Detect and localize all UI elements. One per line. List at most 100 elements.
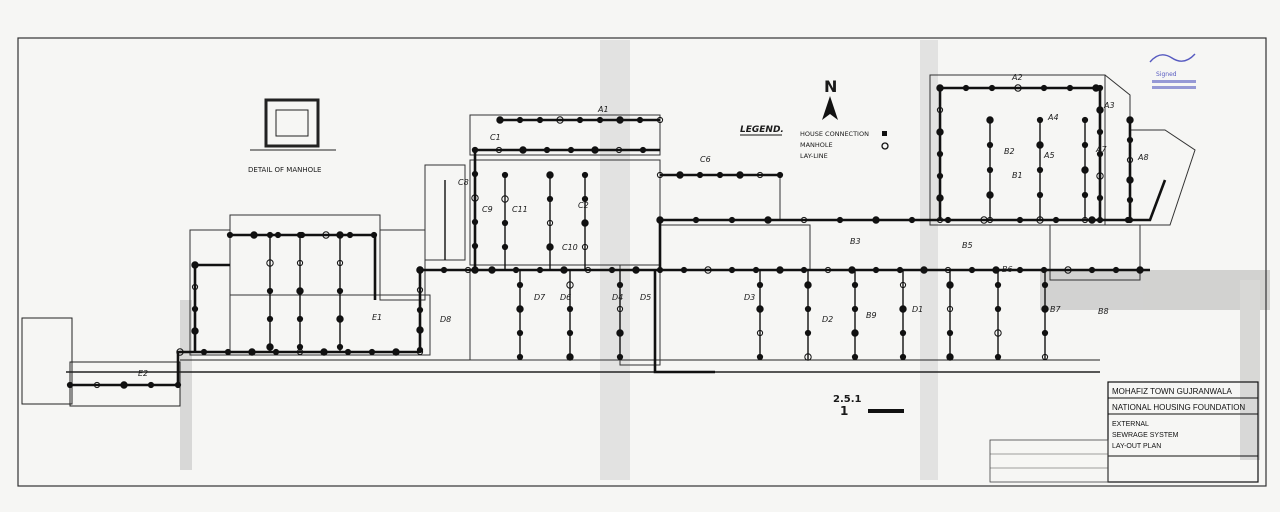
manhole-icon bbox=[576, 116, 584, 124]
manhole-icon bbox=[546, 219, 554, 227]
manhole-icon bbox=[656, 116, 664, 124]
manhole-icon bbox=[946, 353, 954, 361]
manhole-icon bbox=[872, 216, 880, 224]
manhole-icon bbox=[336, 315, 344, 323]
manhole-icon bbox=[920, 266, 928, 274]
manhole-icon bbox=[1041, 281, 1049, 289]
manhole-icon bbox=[936, 216, 944, 224]
manhole-icon bbox=[272, 348, 280, 356]
approval-stamp: Signed bbox=[1149, 53, 1196, 89]
manhole-icon bbox=[344, 348, 352, 356]
manhole-icon bbox=[516, 281, 524, 289]
legend-item-lay-line: LAY-LINE bbox=[800, 152, 828, 160]
manhole-icon bbox=[296, 259, 304, 267]
manhole-icon bbox=[1096, 84, 1104, 92]
detail-caption: DETAIL OF MANHOLE bbox=[248, 166, 321, 174]
manhole-icon bbox=[656, 266, 664, 274]
manhole-icon bbox=[676, 171, 684, 179]
legend: LEGEND. HOUSE CONNECTION MANHOLE LAY-LIN… bbox=[740, 125, 889, 160]
manhole-icon bbox=[1081, 216, 1089, 224]
manhole-icon bbox=[936, 194, 944, 202]
manhole-icon bbox=[416, 286, 424, 294]
manhole-icon bbox=[936, 150, 944, 158]
manhole-icon bbox=[536, 116, 544, 124]
manhole-icon bbox=[1041, 329, 1049, 337]
manhole-icon bbox=[1036, 141, 1044, 149]
manhole-icon bbox=[556, 116, 564, 124]
manhole-icon bbox=[899, 329, 907, 337]
manhole-icon bbox=[322, 231, 330, 239]
title-drawing-line3: LAY-OUT PLAN bbox=[1112, 443, 1161, 450]
manhole-icon bbox=[800, 216, 808, 224]
manhole-icon bbox=[266, 287, 274, 295]
manhole-icon bbox=[496, 116, 504, 124]
branch-lines bbox=[269, 120, 1086, 360]
manhole-icon bbox=[543, 146, 551, 154]
manhole-icon bbox=[616, 305, 624, 313]
manhole-icon bbox=[368, 348, 376, 356]
manhole-icon bbox=[962, 84, 970, 92]
scale-label: 2.5.1 bbox=[833, 394, 862, 405]
manhole-detail: DETAIL OF MANHOLE bbox=[248, 98, 336, 174]
manhole-icon bbox=[632, 266, 640, 274]
manhole-icon bbox=[946, 305, 954, 313]
manhole-icon bbox=[191, 261, 199, 269]
manhole-icon bbox=[488, 266, 496, 274]
block-label: D1 bbox=[912, 305, 923, 314]
block-label: A1 bbox=[597, 105, 609, 114]
manhole-icon bbox=[680, 266, 688, 274]
manhole-icon bbox=[936, 172, 944, 180]
manhole-icon bbox=[836, 216, 844, 224]
block-label: C2 bbox=[578, 201, 589, 210]
manhole-icon bbox=[636, 116, 644, 124]
manhole-icon bbox=[501, 219, 509, 227]
manhole-icon bbox=[615, 146, 623, 154]
block-label: D2 bbox=[822, 315, 833, 324]
manhole-icon bbox=[1036, 116, 1044, 124]
manhole-icon bbox=[804, 329, 812, 337]
block-label: E1 bbox=[372, 313, 382, 322]
manhole-symbol-icon bbox=[881, 142, 889, 150]
manhole-icon bbox=[994, 329, 1002, 337]
manhole-icon bbox=[986, 116, 994, 124]
manhole-icon bbox=[656, 216, 664, 224]
manhole-icon bbox=[776, 171, 784, 179]
manhole-icon bbox=[1036, 191, 1044, 199]
block-label: A4 bbox=[1047, 113, 1059, 122]
manhole-icon bbox=[908, 216, 916, 224]
manhole-icon bbox=[512, 266, 520, 274]
manhole-icon bbox=[804, 353, 812, 361]
block-label: C8 bbox=[458, 178, 469, 187]
block-label: D5 bbox=[640, 293, 651, 302]
manhole-icon bbox=[776, 266, 784, 274]
manhole-icon bbox=[266, 259, 274, 267]
manhole-icon bbox=[1126, 136, 1134, 144]
manhole-icon bbox=[1064, 266, 1072, 274]
manhole-icon bbox=[692, 216, 700, 224]
manhole-icon bbox=[250, 231, 258, 239]
manhole-icon bbox=[566, 353, 574, 361]
title-drawing-line2: SEWRAGE SYSTEM bbox=[1112, 432, 1179, 439]
manhole-icon bbox=[416, 266, 424, 274]
manhole-icon bbox=[716, 171, 724, 179]
manhole-icon bbox=[471, 242, 479, 250]
manhole-icon bbox=[616, 329, 624, 337]
block-label: A3 bbox=[1103, 101, 1115, 110]
manhole-icon bbox=[266, 231, 274, 239]
manhole-icon bbox=[416, 346, 424, 354]
block-label: C11 bbox=[512, 205, 528, 214]
block-label: B3 bbox=[850, 237, 861, 246]
block-label: D8 bbox=[440, 315, 451, 324]
manhole-icon bbox=[1040, 84, 1048, 92]
manhole-icon bbox=[581, 195, 589, 203]
manhole-icon bbox=[93, 381, 101, 389]
manhole-icon bbox=[471, 146, 479, 154]
manholes bbox=[66, 84, 1144, 389]
block-label: B8 bbox=[1098, 307, 1109, 316]
manhole-icon bbox=[248, 348, 256, 356]
manhole-icon bbox=[616, 353, 624, 361]
north-letter: N bbox=[824, 77, 837, 96]
manhole-icon bbox=[296, 287, 304, 295]
